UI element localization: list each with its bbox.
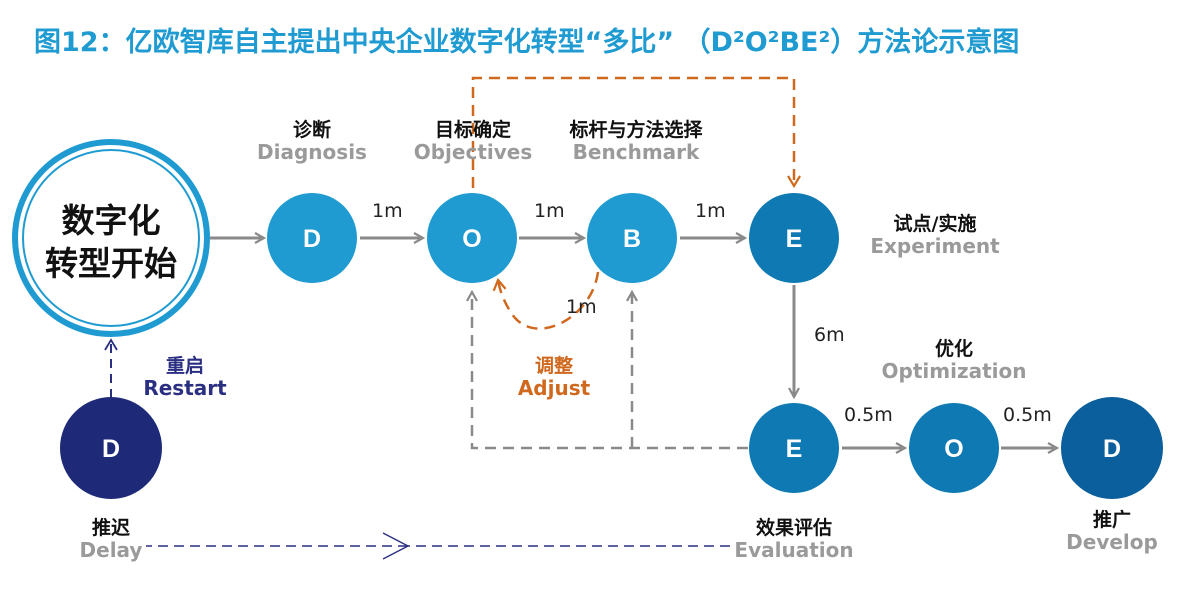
label-optimization: 优化 Optimization <box>881 338 1027 384</box>
node-benchmark: B <box>587 193 677 283</box>
start-label-line1: 数字化 <box>61 201 161 240</box>
objectives-to-experiment-path <box>471 76 801 189</box>
feedback-to-objectives <box>472 292 748 450</box>
diagram-title: 图12：亿欧智库自主提出中央企业数字化转型“多比” （D²O²BE²）方法论示意… <box>34 27 1020 58</box>
label-develop-zh: 推广 <box>1092 509 1131 531</box>
label-delay-en: Delay <box>79 538 143 563</box>
label-benchmark-en: Benchmark <box>572 140 700 165</box>
label-experiment-zh: 试点/实施 <box>893 213 977 235</box>
label-objectives-en: Objectives <box>413 140 533 165</box>
label-objectives: 目标确定 Objectives <box>413 119 533 165</box>
label-experiment: 试点/实施 Experiment <box>870 213 1000 259</box>
duration-d-to-o: 1m <box>372 200 403 222</box>
label-evaluation: 效果评估 Evaluation <box>734 517 854 563</box>
label-diagnosis: 诊断 Diagnosis <box>257 119 367 165</box>
label-restart-zh: 重启 <box>165 355 205 377</box>
label-objectives-zh: 目标确定 <box>434 119 512 141</box>
start-node <box>12 139 210 337</box>
duration-o-to-b: 1m <box>534 200 565 222</box>
node-develop: D <box>1061 397 1163 499</box>
node-optimization-letter: O <box>944 435 963 463</box>
node-optimization: O <box>909 403 999 493</box>
label-optimization-en: Optimization <box>881 359 1027 384</box>
duration-adjust: 1m <box>566 296 597 318</box>
label-evaluation-zh: 效果评估 <box>755 517 832 539</box>
node-develop-letter: D <box>1103 435 1121 463</box>
label-optimization-zh: 优化 <box>934 338 973 360</box>
label-diagnosis-en: Diagnosis <box>257 140 367 165</box>
label-adjust-en: Adjust <box>517 376 591 401</box>
start-label-line2: 转型开始 <box>45 243 177 283</box>
node-evaluation: E <box>749 403 839 493</box>
node-evaluation-letter: E <box>786 435 803 463</box>
start-node-label: 数字化 转型开始 <box>40 200 182 286</box>
label-develop-en: Develop <box>1066 530 1158 555</box>
label-benchmark: 标杆与方法选择 Benchmark <box>569 119 703 165</box>
node-objectives: O <box>427 193 517 283</box>
node-objectives-letter: O <box>462 225 481 253</box>
node-delay-letter: D <box>102 435 120 463</box>
label-benchmark-zh: 标杆与方法选择 <box>569 119 703 141</box>
label-delay-zh: 推迟 <box>91 517 131 539</box>
label-adjust-zh: 调整 <box>534 355 574 377</box>
node-diagnosis: D <box>267 193 357 283</box>
node-experiment: E <box>749 193 839 283</box>
label-experiment-en: Experiment <box>870 234 1000 259</box>
duration-e-to-e: 6m <box>814 324 845 346</box>
label-delay: 推迟 Delay <box>79 517 143 563</box>
node-diagnosis-letter: D <box>303 225 321 253</box>
node-benchmark-letter: B <box>623 225 641 253</box>
label-restart-en: Restart <box>143 376 227 401</box>
label-adjust: 调整 Adjust <box>517 355 591 401</box>
duration-b-to-e: 1m <box>695 200 726 222</box>
label-restart: 重启 Restart <box>143 355 227 401</box>
duration-o-to-d: 0.5m <box>1003 404 1052 426</box>
label-develop: 推广 Develop <box>1066 509 1158 555</box>
node-experiment-letter: E <box>786 225 803 253</box>
duration-e-to-o: 0.5m <box>844 404 893 426</box>
label-evaluation-en: Evaluation <box>734 538 854 563</box>
node-delay: D <box>60 397 162 499</box>
label-diagnosis-zh: 诊断 <box>292 119 332 141</box>
